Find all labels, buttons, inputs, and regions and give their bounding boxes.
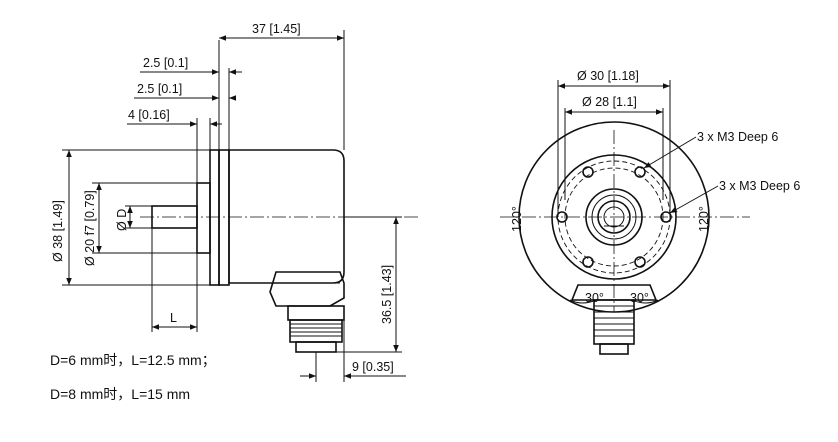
dim-body-dia: Ø 38 [1.49] [51, 200, 65, 262]
dim-connector-offset: 9 [0.35] [352, 360, 394, 374]
pcd-inner [564, 167, 664, 267]
front-view: Ø 30 [1.18] Ø 28 [1.1] 3 x M3 Deep 6 3 x… [500, 69, 800, 355]
dim-outer-pcd: Ø 30 [1.18] [577, 69, 639, 83]
encoder-body [228, 149, 345, 284]
dim-flange-a: 2.5 [0.1] [143, 56, 188, 70]
dim-shaft-length: L [170, 311, 177, 325]
flange [209, 149, 220, 286]
angle-right: 120° [697, 206, 711, 232]
connector-thread [289, 319, 343, 353]
dim-shaft-dia: Ø D [115, 209, 129, 231]
mounting-holes [556, 166, 672, 268]
shaft-ring [597, 200, 631, 234]
dim-inner-pcd: Ø 28 [1.1] [582, 95, 637, 109]
body-outline [551, 154, 677, 280]
dim-spigot-dia: Ø 20 f7 [0.79] [83, 190, 97, 266]
dim-overall-length: 37 [1.45] [252, 22, 301, 36]
spigot-ring [585, 188, 643, 246]
angle-left: 120° [510, 206, 524, 232]
flange-ring [218, 149, 230, 286]
dim-connector-height: 36.5 [1.43] [380, 265, 394, 324]
connector-nut [287, 305, 345, 321]
note-line-1: D=6 mm时，L=12.5 mm； [50, 352, 216, 368]
thread-label-outer: 3 x M3 Deep 6 [697, 130, 778, 144]
dim-spigot: 4 [0.16] [128, 108, 170, 122]
spigot [196, 182, 211, 254]
dim-flange-b: 2.5 [0.1] [137, 82, 182, 96]
side-view: 37 [1.45] 2.5 [0.1] 2.5 [0.1] 4 [0.16] Ø… [51, 22, 420, 382]
angle-bottom-left: 30° [585, 291, 604, 305]
connector-base [570, 284, 658, 301]
angle-bottom-right: 30° [630, 291, 649, 305]
thread-label-inner: 3 x M3 Deep 6 [719, 179, 800, 193]
front-connector [593, 299, 635, 355]
note-line-2: D=8 mm时，L=15 mm [50, 386, 191, 402]
connector-housing [269, 271, 345, 307]
